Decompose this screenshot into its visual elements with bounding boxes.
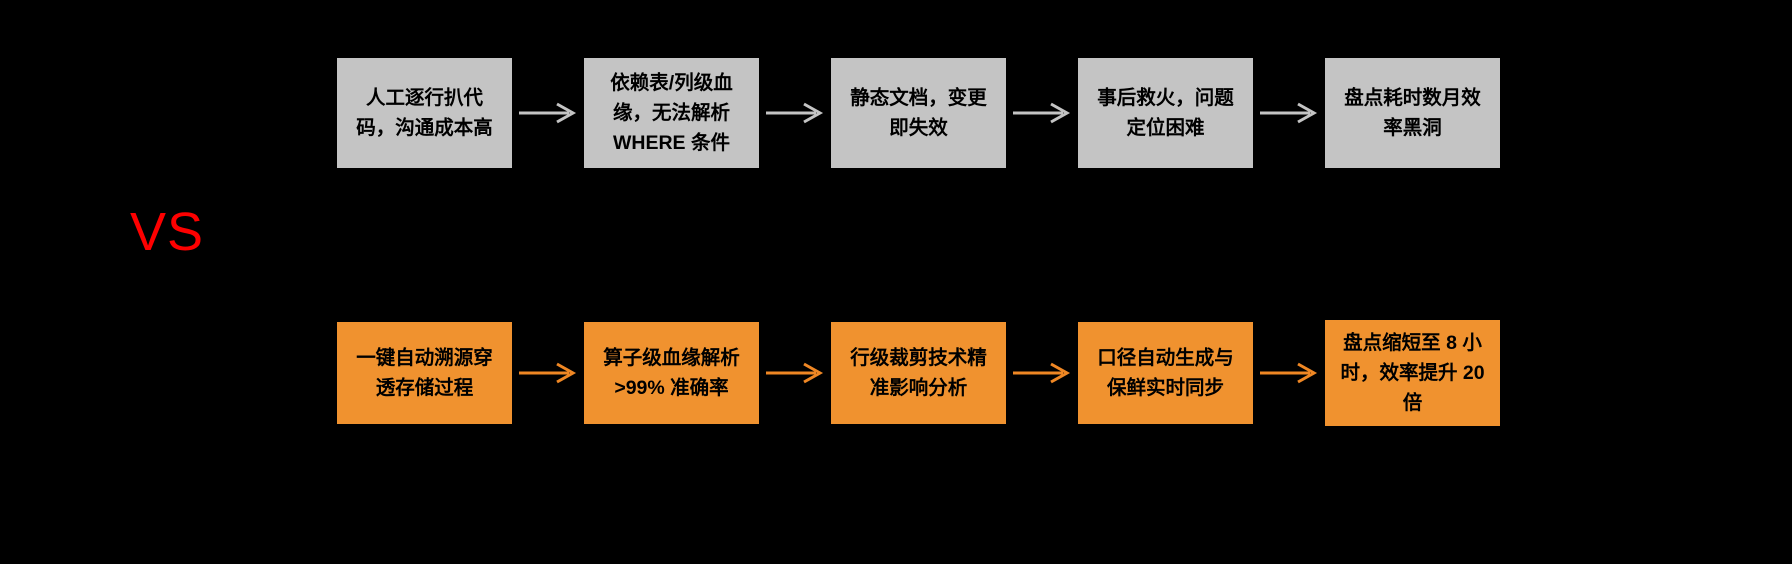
solution-arrow-2 bbox=[759, 318, 831, 428]
arrow-right-icon bbox=[1013, 102, 1071, 124]
problem-step-1[interactable]: 人工逐行扒代码，沟通成本高 bbox=[337, 58, 512, 168]
solution-step-1[interactable]: 一键自动溯源穿透存储过程 bbox=[337, 322, 512, 424]
problem-step-3-label: 静态文档，变更即失效 bbox=[850, 87, 987, 139]
solution-arrow-4 bbox=[1253, 318, 1325, 428]
vs-label: VS bbox=[130, 202, 205, 262]
problem-arrow-4 bbox=[1253, 58, 1325, 168]
solution-step-1-label: 一键自动溯源穿透存储过程 bbox=[356, 347, 493, 399]
problem-step-5[interactable]: 盘点耗时数月效率黑洞 bbox=[1325, 58, 1500, 168]
arrow-right-icon bbox=[1260, 362, 1318, 384]
problem-step-3[interactable]: 静态文档，变更即失效 bbox=[831, 58, 1006, 168]
solution-step-5[interactable]: 盘点缩短至 8 小时，效率提升 20 倍 bbox=[1325, 320, 1500, 426]
problem-step-4[interactable]: 事后救火，问题定位困难 bbox=[1078, 58, 1253, 168]
solution-step-4[interactable]: 口径自动生成与保鲜实时同步 bbox=[1078, 322, 1253, 424]
problem-flow-row: 人工逐行扒代码，沟通成本高 依赖表/列级血缘，无法解析 WHERE 条件 静态文… bbox=[337, 58, 1500, 168]
solution-arrow-1 bbox=[512, 318, 584, 428]
arrow-right-icon bbox=[519, 102, 577, 124]
solution-step-2-label: 算子级血缘解析 >99% 准确率 bbox=[603, 347, 740, 399]
solution-step-2[interactable]: 算子级血缘解析 >99% 准确率 bbox=[584, 322, 759, 424]
problem-step-5-label: 盘点耗时数月效率黑洞 bbox=[1344, 87, 1481, 139]
problem-step-1-label: 人工逐行扒代码，沟通成本高 bbox=[356, 87, 493, 139]
solution-step-4-label: 口径自动生成与保鲜实时同步 bbox=[1097, 347, 1234, 399]
solution-step-3-label: 行级裁剪技术精准影响分析 bbox=[850, 347, 987, 399]
solution-flow-row: 一键自动溯源穿透存储过程 算子级血缘解析 >99% 准确率 行级裁剪技术精准影响… bbox=[337, 318, 1500, 428]
problem-arrow-3 bbox=[1006, 58, 1078, 168]
arrow-right-icon bbox=[1013, 362, 1071, 384]
problem-step-4-label: 事后救火，问题定位困难 bbox=[1097, 87, 1234, 139]
solution-step-3[interactable]: 行级裁剪技术精准影响分析 bbox=[831, 322, 1006, 424]
problem-arrow-1 bbox=[512, 58, 584, 168]
problem-arrow-2 bbox=[759, 58, 831, 168]
problem-step-2[interactable]: 依赖表/列级血缘，无法解析 WHERE 条件 bbox=[584, 58, 759, 168]
problem-step-2-label: 依赖表/列级血缘，无法解析 WHERE 条件 bbox=[610, 72, 733, 154]
solution-arrow-3 bbox=[1006, 318, 1078, 428]
arrow-right-icon bbox=[1260, 102, 1318, 124]
solution-step-5-label: 盘点缩短至 8 小时，效率提升 20 倍 bbox=[1340, 332, 1485, 414]
arrow-right-icon bbox=[519, 362, 577, 384]
arrow-right-icon bbox=[766, 362, 824, 384]
arrow-right-icon bbox=[766, 102, 824, 124]
